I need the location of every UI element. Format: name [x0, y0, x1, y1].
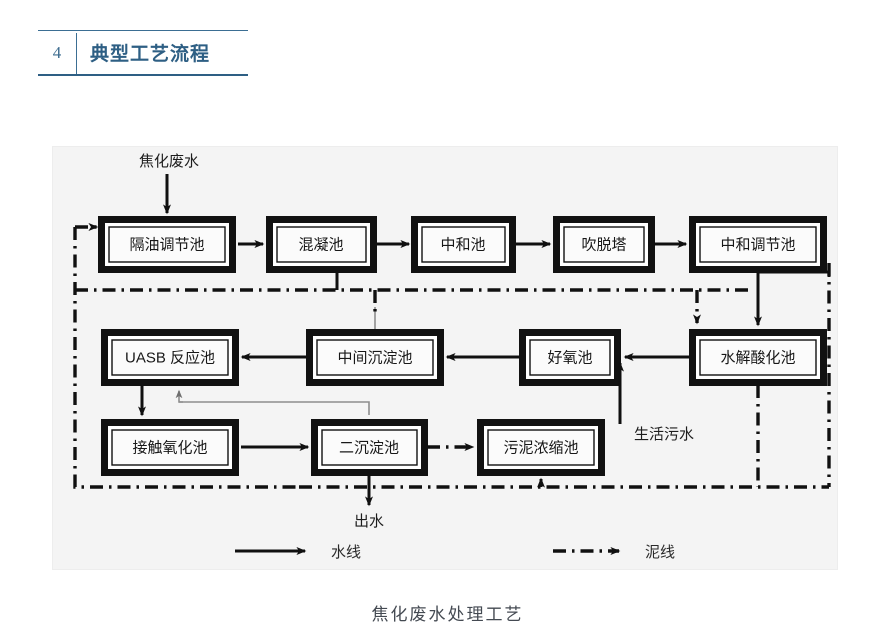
node-label: 水解酸化池: [720, 349, 795, 366]
node-uasb-reactor: UASB 反应池: [101, 329, 239, 386]
process-flow-diagram: 隔油调节池 混凝池 中和池 吹脱塔 中和调节池 UASB 反应池 中间沉淀池: [52, 146, 838, 570]
node-label: UASB 反应池: [125, 348, 215, 366]
legend-label-water-line: 水线: [331, 544, 361, 561]
node-label: 中和池: [440, 236, 485, 253]
node-label: 混凝池: [298, 236, 343, 253]
node-intermediate-sedimentation-tank: 中间沉淀池: [306, 329, 444, 386]
section-header: 4 典型工艺流程: [38, 30, 248, 76]
recycle-line-secondary-to-uasb: [179, 401, 370, 415]
node-stripping-tower: 吹脱塔: [553, 216, 655, 273]
node-label: 二沉淀池: [339, 439, 399, 456]
section-number: 4: [52, 42, 62, 62]
input-label-coking-wastewater: 焦化废水: [139, 153, 199, 170]
node-oil-separation-regulating-tank: 隔油调节池: [98, 216, 236, 273]
node-label: 隔油调节池: [129, 236, 204, 253]
input-label-domestic-sewage: 生活污水: [634, 426, 694, 443]
output-label-effluent: 出水: [354, 513, 384, 530]
node-label: 接触氧化池: [132, 439, 207, 456]
header-divider: [76, 33, 77, 74]
node-label: 好氧池: [547, 349, 592, 366]
node-neutralization-tank: 中和池: [411, 216, 516, 273]
node-label: 吹脱塔: [581, 236, 626, 253]
node-contact-oxidation-tank: 接触氧化池: [101, 419, 239, 476]
node-aerobic-tank: 好氧池: [519, 329, 621, 386]
figure-caption: 焦化废水处理工艺: [371, 605, 524, 624]
node-neutralization-regulating-tank: 中和调节池: [689, 216, 827, 273]
legend-label-sludge-line: 泥线: [645, 544, 675, 561]
right-trunk-connector: [758, 270, 831, 277]
diagram-canvas: 隔油调节池 混凝池 中和池 吹脱塔 中和调节池 UASB 反应池 中间沉淀池: [73, 153, 831, 561]
legend: 水线 泥线: [235, 544, 675, 561]
node-label: 中和调节池: [720, 236, 795, 253]
node-hydrolysis-acidification-tank: 水解酸化池: [689, 329, 827, 386]
sludge-line-left-trunk: [73, 227, 299, 489]
page-title: 典型工艺流程: [90, 44, 211, 65]
node-label: 中间沉淀池: [337, 349, 412, 366]
node-secondary-sedimentation-tank: 二沉淀池: [311, 419, 428, 476]
node-sludge-thickening-tank: 污泥浓缩池: [477, 419, 605, 476]
node-coagulation-tank: 混凝池: [266, 216, 377, 273]
recycle-arrow-into-uasb: [175, 389, 183, 403]
node-label: 污泥浓缩池: [503, 439, 578, 456]
